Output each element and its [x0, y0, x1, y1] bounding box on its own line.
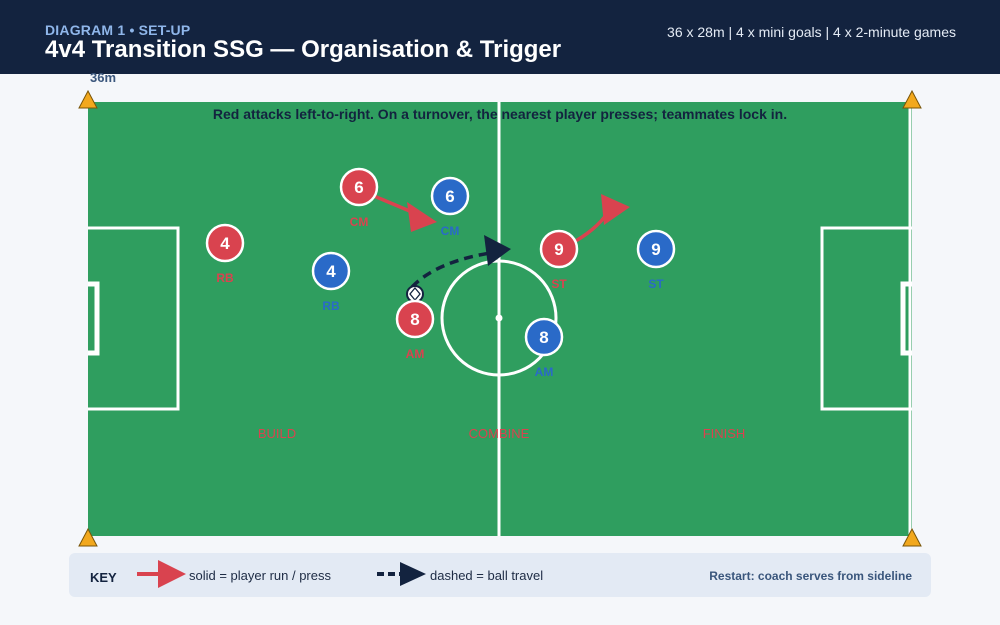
key-symbols — [137, 560, 426, 588]
player-role: ST — [648, 277, 664, 291]
key-title: KEY — [90, 570, 117, 585]
diagram-kicker: DIAGRAM 1 • SET-UP — [45, 22, 191, 38]
cone-icon — [902, 89, 922, 109]
key-dashed-label: dashed = ball travel — [430, 568, 544, 583]
player-number: 8 — [539, 328, 548, 347]
blue-player-st: 9 ST — [636, 229, 676, 291]
zone-label-combine: COMBINE — [469, 426, 530, 441]
player-role: CM — [350, 215, 369, 229]
striker-run-arrowhead — [601, 194, 630, 225]
diagram-title: 4v4 Transition SSG — Organisation & Trig… — [45, 36, 562, 63]
diagram-key: KEY solid = player run / press dashed = … — [69, 553, 931, 597]
player-role: AM — [406, 347, 425, 361]
zone-label-build: BUILD — [258, 426, 296, 441]
left-mini-goal — [88, 281, 100, 356]
player-role: CM — [441, 224, 460, 238]
restart-note: Restart: coach serves from sideline — [709, 569, 912, 583]
session-meta: 36 x 28m | 4 x mini goals | 4 x 2-minute… — [667, 24, 956, 40]
player-number: 4 — [326, 262, 336, 281]
pitch-length-label: 36m — [90, 70, 117, 85]
cone-icon — [902, 527, 922, 547]
centre-circle — [440, 259, 558, 377]
dashed-arrowhead-icon — [400, 562, 426, 586]
player-number: 6 — [354, 178, 363, 197]
solid-arrowhead-icon — [158, 560, 186, 588]
player-number: 6 — [445, 187, 454, 206]
zone-label-finish: FINISH — [703, 426, 746, 441]
header-bar: DIAGRAM 1 • SET-UP 4v4 Transition SSG — … — [0, 0, 1000, 74]
right-penalty-box — [820, 226, 912, 411]
player-role: RB — [216, 271, 234, 285]
red-player-cm: 6 CM — [339, 167, 379, 229]
instruction-text: Red attacks left-to-right. On a turnover… — [213, 106, 787, 122]
press-run-arrowhead — [407, 202, 437, 232]
cone-icon — [78, 89, 98, 109]
red-player-rb: 4 RB — [205, 223, 245, 285]
player-role: AM — [535, 365, 554, 379]
player-number: 4 — [220, 234, 230, 253]
centre-spot — [495, 314, 503, 322]
left-penalty-box — [88, 226, 180, 411]
player-number: 9 — [554, 240, 563, 259]
key-solid-label: solid = player run / press — [189, 568, 331, 583]
player-role: RB — [322, 299, 340, 313]
press-run-line — [373, 194, 413, 214]
blue-player-rb: 4 RB — [311, 251, 351, 313]
player-role: ST — [551, 277, 567, 291]
blue-player-am: 8 AM — [524, 317, 564, 379]
cone-icon — [78, 527, 98, 547]
ball-travel-path — [410, 251, 491, 289]
right-mini-goal — [900, 281, 912, 356]
blue-player-cm: 6 CM — [430, 176, 470, 238]
red-player-st: 9 ST — [539, 229, 579, 291]
ball-travel-arrowhead — [484, 235, 511, 266]
red-player-am: 8 AM — [395, 299, 435, 361]
player-number: 8 — [410, 310, 419, 329]
player-number: 9 — [651, 240, 660, 259]
